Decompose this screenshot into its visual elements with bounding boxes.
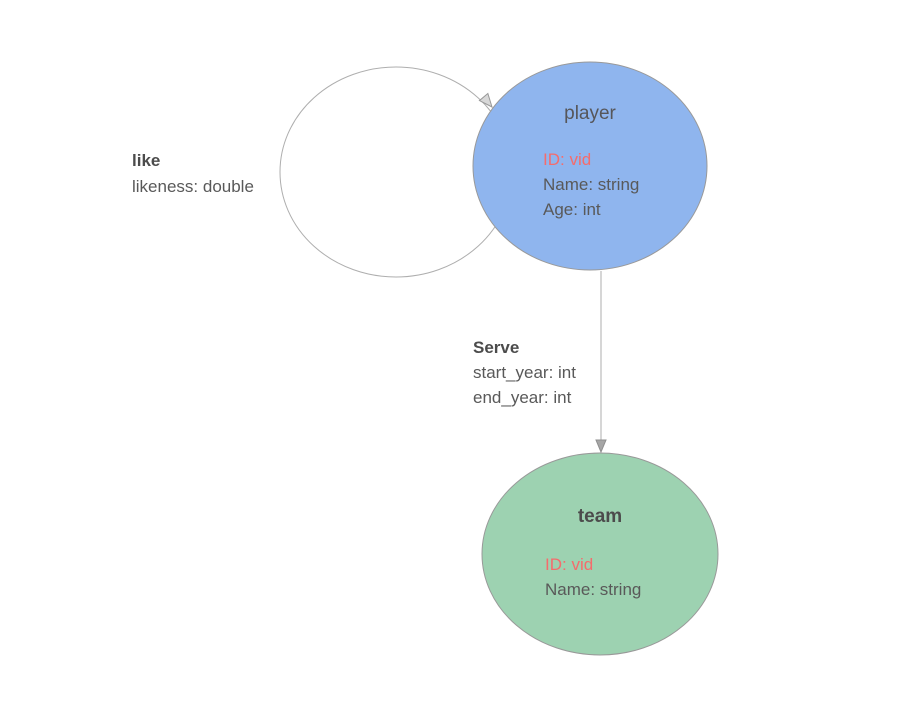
team-node-properties: ID: vid Name: string [545, 552, 641, 602]
serve-edge-property-start-year: start_year: int [473, 363, 576, 382]
team-property-id: ID: vid [545, 555, 594, 574]
player-property-name: Name: string [543, 175, 640, 194]
like-edge-label: like likeness: double [132, 148, 254, 200]
player-property-age: Age: int [543, 200, 601, 219]
serve-edge-label: Serve start_year: int end_year: int [473, 335, 576, 410]
serve-edge-property-end-year: end_year: int [473, 388, 572, 407]
serve-edge-title: Serve [473, 338, 520, 357]
like-edge-arrowhead-icon [478, 92, 493, 108]
player-node-properties: ID: vid Name: string Age: int [543, 147, 639, 222]
like-edge-title: like [132, 151, 161, 170]
player-node-ellipse[interactable] [472, 61, 708, 271]
player-property-id: ID: vid [543, 150, 592, 169]
serve-edge-arrowhead-icon [595, 439, 607, 454]
team-node-title: team [577, 506, 623, 527]
like-edge-property: likeness: double [132, 177, 254, 196]
team-node-ellipse[interactable] [481, 452, 719, 656]
team-property-name: Name: string [545, 580, 642, 599]
player-node-title: player [564, 103, 616, 124]
